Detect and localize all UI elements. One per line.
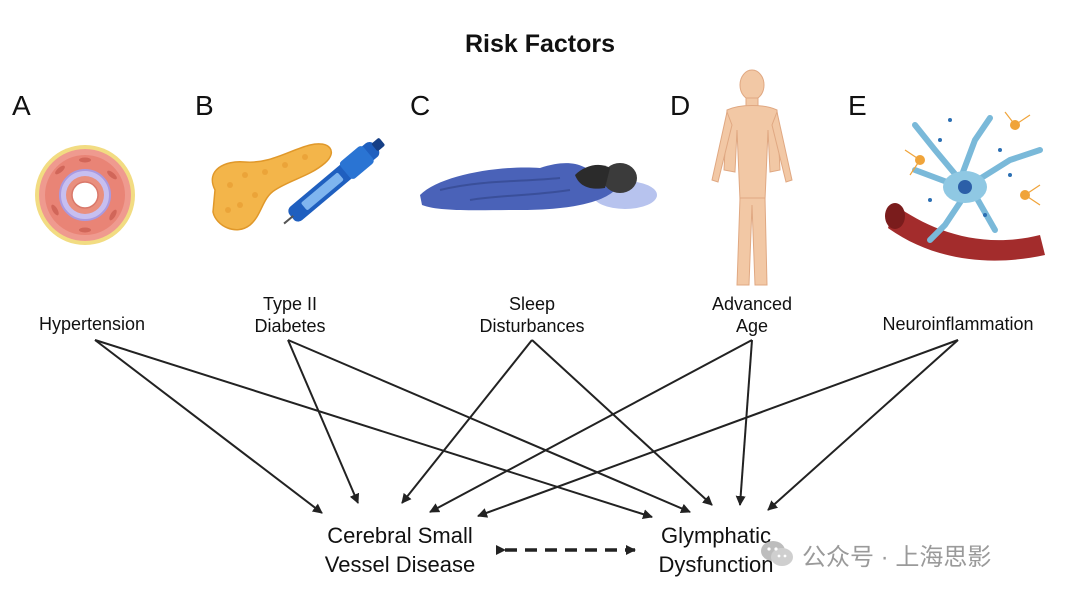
outcome-line: Vessel Disease xyxy=(324,552,476,577)
wechat-icon xyxy=(761,541,793,566)
factor-label-neuroinflammation: Neuroinflammation xyxy=(868,313,1048,335)
arrow-hypertension-csvd xyxy=(94,339,323,514)
panel-letter-d: D xyxy=(670,90,691,121)
arrow-hypertension-glymphatic xyxy=(94,339,653,520)
diagram-title: Risk Factors xyxy=(464,30,616,58)
outcome-line: Dysfunction xyxy=(658,552,774,577)
factor-label-line: Neuroinflammation xyxy=(882,314,1034,334)
arrow-sleep-glymphatic xyxy=(531,339,713,506)
panel-letter-a: A xyxy=(12,90,31,121)
arrow-age-glymphatic xyxy=(735,339,753,506)
factor-label-line: Sleep xyxy=(508,294,556,314)
factor-label-diabetes: Type II Diabetes xyxy=(200,293,380,337)
outcome-glymphatic: Glymphatic Dysfunction xyxy=(606,521,826,579)
factor-label-line: Diabetes xyxy=(254,316,326,336)
outcome-line: Cerebral Small xyxy=(327,523,473,548)
neuron-blood-vessel-icon xyxy=(885,111,1045,261)
factor-label-hypertension: Hypertension xyxy=(2,313,182,335)
panel-letter-b: B xyxy=(195,90,214,121)
outcome-csvd: Cerebral Small Vessel Disease xyxy=(290,521,510,579)
factor-label-line: Type II xyxy=(262,294,318,314)
arrow-diabetes-csvd xyxy=(287,339,360,504)
artery-cross-section-icon xyxy=(35,145,135,245)
arrow-diabetes-glymphatic xyxy=(287,339,691,514)
sleeping-person-icon xyxy=(420,163,657,211)
arrow-age-csvd xyxy=(429,339,753,513)
panel-letter-c: C xyxy=(410,90,431,121)
arrow-sleep-csvd xyxy=(401,339,533,504)
arrow-neuroinflammation-glymphatic xyxy=(767,339,959,511)
factor-label-line: Disturbances xyxy=(479,316,585,336)
factor-label-line: Hypertension xyxy=(38,314,146,334)
human-body-icon xyxy=(711,69,793,286)
factor-label-age: Advanced Age xyxy=(662,293,842,337)
outcome-line: Glymphatic xyxy=(660,523,772,548)
watermark-text: 公众号 · 上海思影 xyxy=(802,543,992,571)
pancreas-insulin-pen-icon xyxy=(211,138,385,231)
factor-label-line: Advanced xyxy=(711,294,793,314)
factor-label-sleep: Sleep Disturbances xyxy=(442,293,622,337)
panel-letter-e: E xyxy=(848,90,867,121)
factor-label-line: Age xyxy=(735,316,769,336)
arrow-neuroinflammation-csvd xyxy=(477,339,959,518)
watermark: 公众号 · 上海思影 xyxy=(760,537,991,571)
